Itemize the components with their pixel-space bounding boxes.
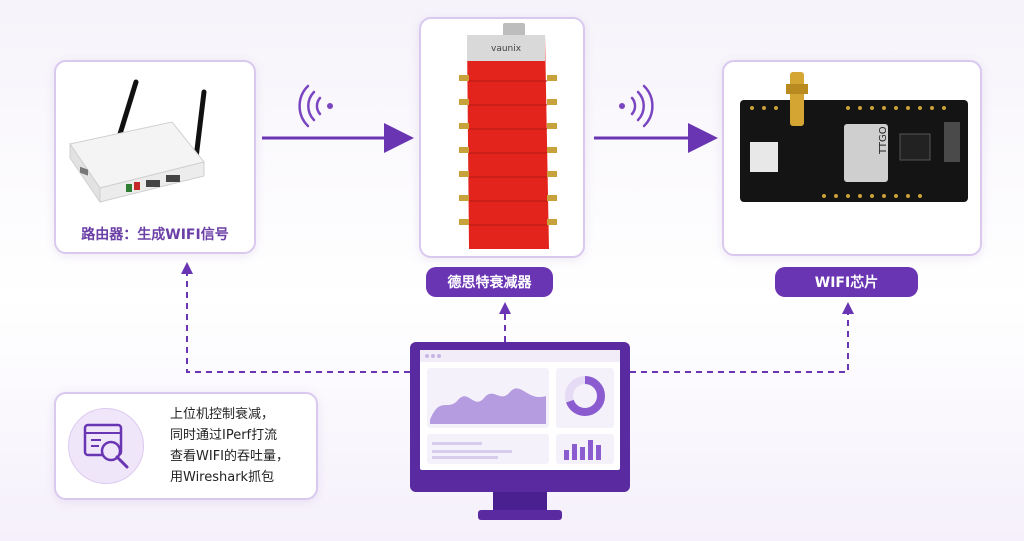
- chip-label: WIFI芯片: [775, 267, 918, 297]
- attenuator-card: vaunix: [419, 17, 585, 258]
- router-image: [69, 79, 207, 204]
- attenuator-image: vaunix: [459, 23, 557, 249]
- wifi-chip-image: TTGO: [740, 72, 968, 202]
- note-line: 查看WIFI的吞吐量，: [170, 449, 289, 464]
- arrowhead-router: [181, 262, 193, 274]
- document-search-icon: [68, 408, 144, 484]
- note-line: 同时通过IPerf打流: [170, 428, 278, 443]
- monitor-icon: [410, 342, 630, 520]
- attenuator-label: 德思特衰减器: [426, 267, 553, 297]
- router-card: 路由器：生成WIFI信号: [54, 60, 256, 254]
- chip-card: TTGO: [722, 60, 982, 256]
- wifi-signal-icon: [298, 84, 333, 128]
- note-text: 上位机控制衰减， 同时通过IPerf打流 查看WIFI的吞吐量， 用Wiresh…: [170, 404, 310, 488]
- router-label: 路由器：生成WIFI信号: [81, 227, 229, 243]
- chip-brand: TTGO: [878, 126, 889, 155]
- attenuator-brand: vaunix: [491, 44, 522, 54]
- wifi-signal-icon: [619, 84, 654, 128]
- note-line: 用Wireshark抓包: [170, 470, 275, 485]
- arrowhead-attenuator: [499, 302, 511, 314]
- arrowhead-chip: [842, 302, 854, 314]
- dashed-control-lines: [186, 272, 849, 373]
- note-line: 上位机控制衰减，: [170, 407, 275, 422]
- note-card: 上位机控制衰减， 同时通过IPerf打流 查看WIFI的吞吐量， 用Wiresh…: [54, 392, 318, 500]
